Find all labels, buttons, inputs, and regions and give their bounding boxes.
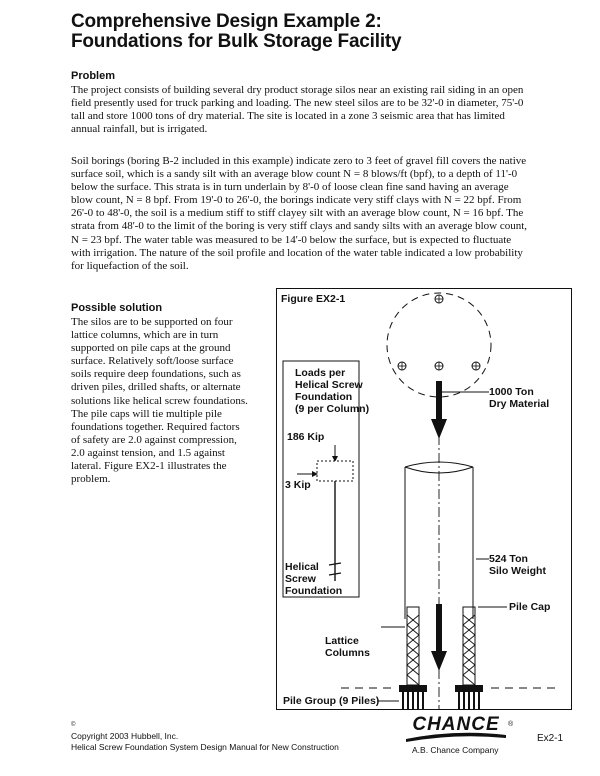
column-mark-right bbox=[471, 361, 481, 371]
material-load-arrow-shaft bbox=[436, 381, 442, 423]
label-line: Silo Weight bbox=[489, 565, 546, 577]
pile-group-label: Pile Group (9 Piles) bbox=[283, 695, 380, 707]
text-line: lateral. Figure EX2-1 illustrates the bbox=[71, 460, 227, 473]
lateral-arrow-head bbox=[312, 471, 318, 477]
loads-inset-frame bbox=[282, 360, 360, 598]
helix-plate-2 bbox=[328, 572, 342, 576]
text-line: 26'-0 to 48'-0, the soil is a medium sti… bbox=[71, 207, 524, 220]
copyright-line: © Copyright 2003 Hubbell, Inc. bbox=[71, 720, 339, 742]
silo-roof-lower bbox=[404, 466, 474, 474]
text-line: for liquefaction of the soil. bbox=[71, 259, 189, 272]
text-line: surface. Relatively soft/loose surface bbox=[71, 355, 234, 368]
silo-weight-label: 524 Ton Silo Weight bbox=[489, 553, 546, 577]
text-line: blow count, N = 8 bpf. From 19'-0 to 26'… bbox=[71, 194, 522, 207]
piles-right bbox=[458, 692, 480, 709]
text-line: of safety are 2.0 against compression, bbox=[71, 433, 237, 446]
text-line: field presently used for truck parking a… bbox=[71, 97, 524, 110]
problem-heading: Problem bbox=[71, 70, 116, 82]
problem-paragraph-1: The project consists of building several… bbox=[71, 84, 571, 136]
text-line: foundations together. Required factors bbox=[71, 420, 240, 433]
compression-load-label: 186 Kip bbox=[287, 431, 325, 443]
helix-plate-1 bbox=[328, 562, 342, 566]
silo-roof bbox=[404, 461, 474, 468]
title-line-1: Comprehensive Design Example 2: bbox=[71, 11, 382, 32]
page-title: Comprehensive Design Example 2: Foundati… bbox=[71, 12, 571, 52]
text-line: driven piles, drilled shafts, or alterna… bbox=[71, 381, 241, 394]
solution-paragraph: The silos are to be supported on four la… bbox=[71, 316, 271, 486]
pile-cap-right bbox=[455, 685, 483, 692]
piles-left bbox=[402, 692, 424, 709]
problem-paragraph-2: Soil borings (boring B-2 included in thi… bbox=[71, 155, 571, 273]
label-line: (9 per Column) bbox=[295, 403, 370, 415]
figure-drawing bbox=[282, 292, 559, 709]
solution-heading: Possible solution bbox=[71, 302, 163, 314]
inset-pile-cap bbox=[316, 460, 354, 482]
text-line: N = 23 bpf. The water table was measured… bbox=[71, 233, 512, 246]
text-line: 2.0 against tension, and 1.5 against bbox=[71, 446, 225, 459]
loads-label: Loads per Helical Screw Foundation (9 pe… bbox=[295, 367, 369, 415]
logo-registered-mark: ® bbox=[508, 721, 514, 728]
lattice-column-left bbox=[406, 606, 420, 686]
silo-weight-arrow-shaft bbox=[436, 604, 442, 654]
label-line: 1000 Ton bbox=[489, 386, 534, 398]
text-line: lattice columns, which are in turn bbox=[71, 329, 219, 342]
text-line: with irrigation. The nature of the soil … bbox=[71, 246, 523, 259]
helical-label: Helical Screw Foundation bbox=[285, 561, 342, 597]
label-line: Helical Screw bbox=[295, 379, 363, 391]
column-mark-left bbox=[397, 361, 407, 371]
lattice-columns-label: Lattice Columns bbox=[325, 635, 370, 659]
silo-weight-arrow-head bbox=[431, 651, 447, 671]
text-line: The silos are to be supported on four bbox=[71, 316, 233, 328]
pile-cap-left bbox=[399, 685, 427, 692]
footer-copyright: © Copyright 2003 Hubbell, Inc. Helical Sc… bbox=[71, 720, 339, 753]
label-line: Columns bbox=[325, 647, 370, 659]
copyright-symbol: © bbox=[71, 722, 76, 728]
text-line: below the surface. This strata is in tur… bbox=[71, 181, 509, 194]
material-label: 1000 Ton Dry Material bbox=[489, 386, 549, 410]
text-line: strata from 48'-0 to the limit of the bo… bbox=[71, 220, 528, 233]
text-line: problem. bbox=[71, 473, 111, 486]
company-name: A.B. Chance Company bbox=[412, 745, 499, 755]
logo-swoosh bbox=[406, 732, 506, 742]
label-line: Lattice bbox=[325, 635, 359, 647]
lateral-load-label: 3 Kip bbox=[285, 479, 311, 491]
copyright-text: Copyright 2003 Hubbell, Inc. bbox=[71, 731, 179, 741]
text-line: soils require deep foundations, such as bbox=[71, 368, 241, 381]
text-line: annual rainfall, but is irrigated. bbox=[71, 123, 208, 136]
title-line-2: Foundations for Bulk Storage Facility bbox=[71, 31, 402, 52]
text-line: The pile caps will tie multiple pile bbox=[71, 407, 222, 420]
figure-title: Figure EX2-1 bbox=[281, 293, 346, 305]
text-line: The project consists of building several… bbox=[71, 84, 524, 96]
figure-ex2-1: Figure EX2-1 Loads per Helical Screw Fou… bbox=[276, 288, 572, 710]
label-line: 524 Ton bbox=[489, 553, 528, 565]
manual-title: Helical Screw Foundation System Design M… bbox=[71, 742, 339, 752]
page-number: Ex2-1 bbox=[537, 733, 564, 744]
label-line: Loads per bbox=[295, 367, 346, 379]
text-line: surface soil, which is a sandy silt with… bbox=[71, 168, 518, 181]
material-load-arrow-head bbox=[431, 419, 447, 439]
text-line: solutions like helical screw foundations… bbox=[71, 394, 248, 407]
compression-arrow-head bbox=[332, 456, 338, 462]
column-mark-center bbox=[434, 361, 444, 371]
text-line: Soil borings (boring B-2 included in thi… bbox=[71, 155, 527, 167]
label-line: Foundation bbox=[285, 585, 343, 597]
label-line: Dry Material bbox=[489, 398, 550, 410]
silo-plan-outline bbox=[386, 292, 492, 398]
label-line: Helical bbox=[285, 561, 319, 573]
label-line: Screw bbox=[285, 573, 316, 585]
pile-cap-label: Pile Cap bbox=[509, 601, 551, 613]
column-mark-top bbox=[434, 294, 444, 304]
text-line: tall and store 1000 tons of dry material… bbox=[71, 110, 505, 123]
chance-logo: CHANCE bbox=[404, 715, 508, 745]
logo-wordmark: CHANCE bbox=[412, 714, 500, 735]
label-line: Foundation bbox=[295, 391, 353, 403]
text-line: supported on pile caps at the ground bbox=[71, 342, 231, 355]
